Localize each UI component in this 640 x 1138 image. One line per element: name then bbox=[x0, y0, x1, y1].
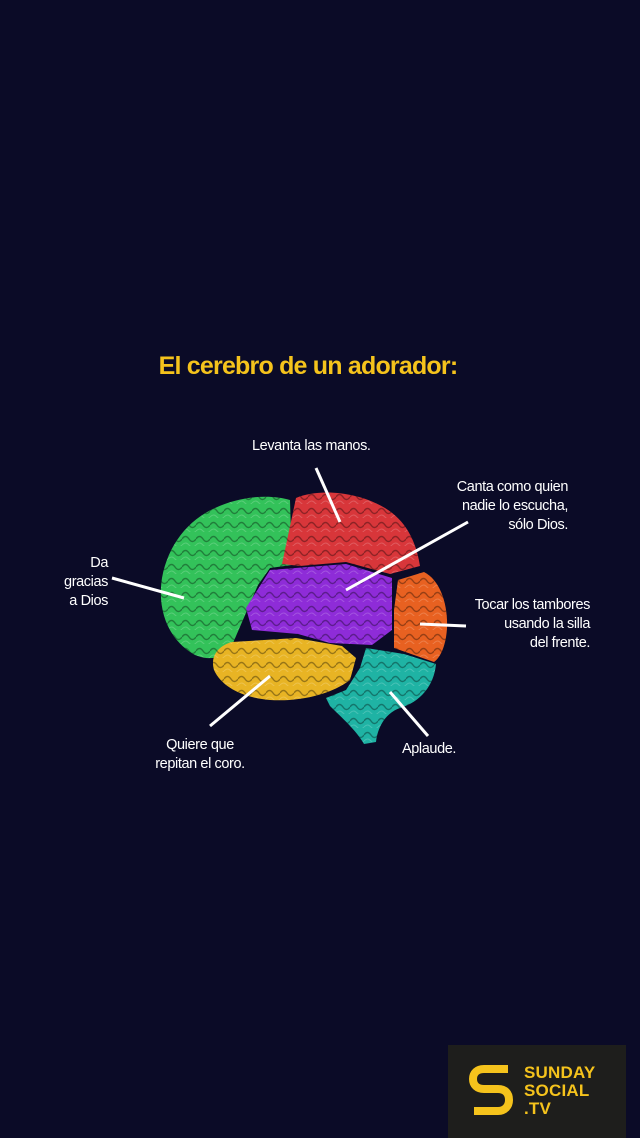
pointer-line-frontal bbox=[111, 576, 185, 600]
pointer-line-occipital bbox=[419, 622, 467, 628]
label-temporal: Quiere que repitan el coro. bbox=[155, 737, 245, 772]
cerebellum bbox=[326, 648, 436, 744]
pointer-line-cerebellum bbox=[388, 691, 430, 737]
brand-logo-text: SUNDAY SOCIAL .TV bbox=[524, 1063, 596, 1118]
parietal-top-lobe bbox=[282, 492, 420, 574]
label-top: Levanta las manos. bbox=[252, 438, 371, 454]
pointer-line-parietal bbox=[345, 520, 469, 592]
pointer-line-top bbox=[314, 467, 342, 523]
frontal-lobe bbox=[160, 496, 292, 659]
pointer-line-temporal bbox=[209, 674, 271, 728]
temporal-lobe bbox=[212, 638, 356, 701]
label-occipital: Tocar los tambores usando la silla del f… bbox=[474, 597, 591, 651]
occipital-lobe bbox=[394, 572, 448, 662]
label-cerebellum: Aplaude. bbox=[402, 741, 457, 757]
label-frontal: Da gracias a Dios bbox=[64, 555, 108, 609]
label-parietal: Canta como quien nadie lo escucha, sólo … bbox=[456, 479, 569, 533]
page-title: El cerebro de un adorador: bbox=[158, 352, 459, 380]
brand-logo: SUNDAY SOCIAL .TV bbox=[448, 1045, 626, 1138]
sunday-social-logo-icon bbox=[469, 1065, 513, 1115]
